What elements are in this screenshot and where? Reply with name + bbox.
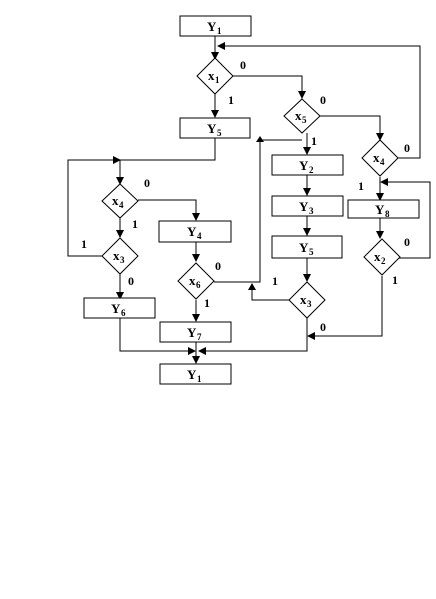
process-end-label: Y	[187, 367, 197, 382]
process-start: Y 1	[179, 15, 252, 37]
process-y5-a-label: Y	[207, 121, 217, 136]
decision-x4-a: x 4	[101, 183, 139, 219]
decision-x5-label: x	[295, 108, 302, 123]
decision-x3-b: x 3	[288, 281, 326, 319]
process-y2-sub: 2	[309, 165, 314, 175]
process-y5-b-label: Y	[299, 240, 309, 255]
decision-x6-label: x	[189, 273, 196, 288]
process-y6-sub: 6	[121, 308, 126, 318]
process-end: Y 1	[159, 363, 232, 385]
process-y4-sub: 4	[197, 231, 202, 241]
edge-label-x4a-0: 0	[144, 176, 150, 190]
process-y5-b: Y 5	[271, 235, 343, 259]
edge-label-x3a-1: 1	[81, 237, 87, 251]
edge-label-x3a-0: 0	[128, 274, 134, 288]
decision-x3-a-label: x	[113, 248, 120, 263]
edge-x2-end	[313, 276, 383, 337]
decision-x4-b-label: x	[373, 150, 380, 165]
decision-x4-b-sub: 4	[380, 157, 385, 167]
process-y6-label: Y	[111, 301, 121, 316]
edge-label-x4b-1: 1	[358, 179, 364, 193]
process-y4-label: Y	[187, 224, 197, 239]
edge-x5-x4b	[320, 115, 381, 135]
edge-x3b-end	[202, 318, 308, 352]
edge-x2-loop	[386, 181, 431, 259]
decision-x5-sub: 5	[302, 115, 307, 125]
edge-label-x6-0: 0	[215, 259, 221, 273]
decision-x3-a: x 3	[101, 237, 139, 275]
edge-label-x3b-1: 1	[272, 274, 278, 288]
edge-label-x4a-1: 1	[132, 217, 138, 231]
decision-x4-b: x 4	[361, 139, 399, 177]
edge-label-x5-0: 0	[320, 93, 326, 107]
decision-x2-label: x	[374, 249, 381, 264]
process-end-sub: 1	[197, 374, 202, 384]
edge-label-x2-0: 0	[404, 235, 410, 249]
decision-x1-sub: 1	[215, 75, 220, 85]
process-y4: Y 4	[158, 220, 232, 243]
process-y7: Y 7	[159, 321, 232, 343]
edge-label-x3b-0: 0	[320, 320, 326, 334]
edge-y5-x4a	[119, 138, 216, 180]
edges	[67, 36, 431, 364]
process-y8-sub: 8	[385, 209, 390, 219]
decision-x1: x 1	[196, 57, 234, 95]
process-y3-label: Y	[299, 199, 309, 214]
decision-x3-a-sub: 3	[120, 255, 125, 265]
decision-x4-a-sub: 4	[119, 200, 124, 210]
process-y5-b-sub: 5	[309, 247, 314, 257]
process-y2-label: Y	[299, 158, 309, 173]
process-y6: Y 6	[83, 297, 156, 319]
decision-x2: x 2	[363, 238, 401, 276]
process-start-sub: 1	[217, 26, 222, 36]
edge-x1-x5	[233, 75, 303, 94]
process-y7-label: Y	[187, 325, 197, 340]
edge-y6-end	[119, 318, 190, 352]
process-y3-sub: 3	[309, 206, 314, 216]
decision-x5: x 5	[283, 98, 321, 134]
edge-label-x6-1: 1	[204, 296, 210, 310]
edge-label-x5-1: 1	[311, 134, 317, 148]
decision-x3-b-label: x	[300, 292, 307, 307]
process-y5-a: Y 5	[179, 117, 251, 139]
edge-x3b-loop	[251, 288, 289, 301]
process-y8-label: Y	[375, 202, 385, 217]
edge-label-x1-1: 1	[228, 93, 234, 107]
edge-label-x2-1: 1	[392, 273, 398, 287]
edge-x3a-loop	[67, 159, 116, 257]
decision-x6: x 6	[177, 262, 215, 300]
process-y7-sub: 7	[197, 332, 202, 342]
decision-x2-sub: 2	[381, 256, 386, 266]
edge-x4b-top	[221, 45, 421, 159]
process-y2: Y 2	[271, 154, 344, 176]
decision-x1-label: x	[208, 68, 215, 83]
edge-label-x1-0: 0	[240, 58, 246, 72]
process-start-label: Y	[207, 19, 217, 34]
decision-x4-a-label: x	[112, 193, 119, 208]
edge-label-x4b-0: 0	[404, 141, 410, 155]
edge-x4a-y4	[138, 199, 197, 215]
process-y5-a-sub: 5	[217, 128, 222, 138]
process-y8: Y 8	[347, 199, 420, 219]
decision-x3-b-sub: 3	[307, 299, 312, 309]
decision-x6-sub: 6	[196, 280, 201, 290]
edge-labels: 0 1 0 1 0 1 1 0 0 1 1 0 0 1 0 1	[81, 58, 410, 334]
process-y3: Y 3	[271, 195, 344, 217]
edge-x6-y2	[214, 139, 302, 283]
